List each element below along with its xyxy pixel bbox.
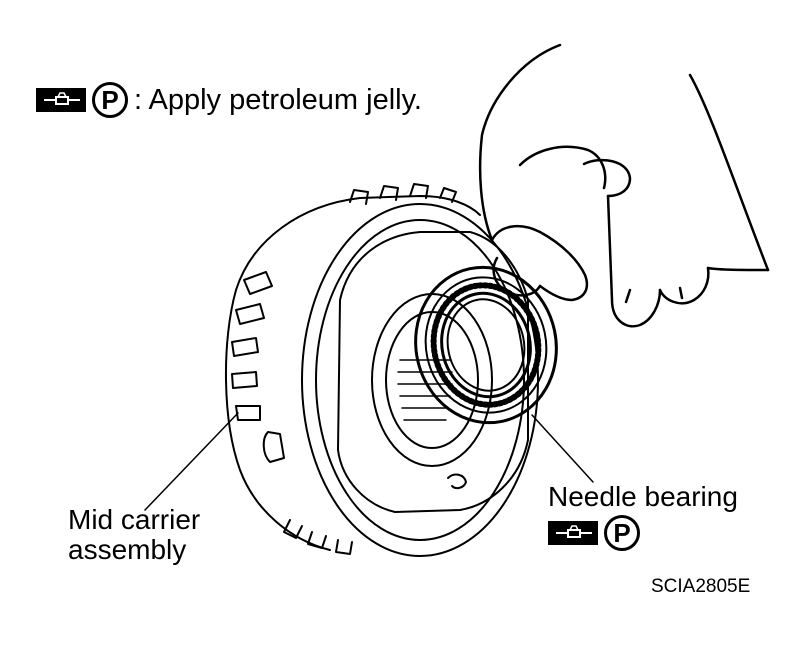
- figure-code: SCIA2805E: [651, 576, 751, 597]
- mid-carrier-leader-line: [144, 412, 239, 511]
- petroleum-jelly-symbol: P: [92, 82, 128, 118]
- legend: P : Apply petroleum jelly.: [36, 82, 422, 118]
- petroleum-jelly-tool-icon: [548, 521, 598, 545]
- needle-bearing-jelly-symbol: P: [604, 515, 640, 551]
- mid-carrier-label: Mid carrier assembly: [68, 505, 200, 565]
- needle-bearing-leader-line: [531, 414, 594, 483]
- needle-bearing-label: Needle bearing: [548, 481, 738, 512]
- hand-drawing: [478, 43, 770, 328]
- petroleum-jelly-tool-icon: [36, 88, 86, 112]
- mid-carrier-label-line-1: Mid carrier: [68, 504, 201, 535]
- mid-carrier-label-line-2: assembly: [68, 534, 187, 565]
- needle-bearing-symbols: P: [548, 515, 640, 551]
- needle-bearing-drawing: [414, 265, 558, 425]
- legend-text: : Apply petroleum jelly.: [134, 83, 422, 116]
